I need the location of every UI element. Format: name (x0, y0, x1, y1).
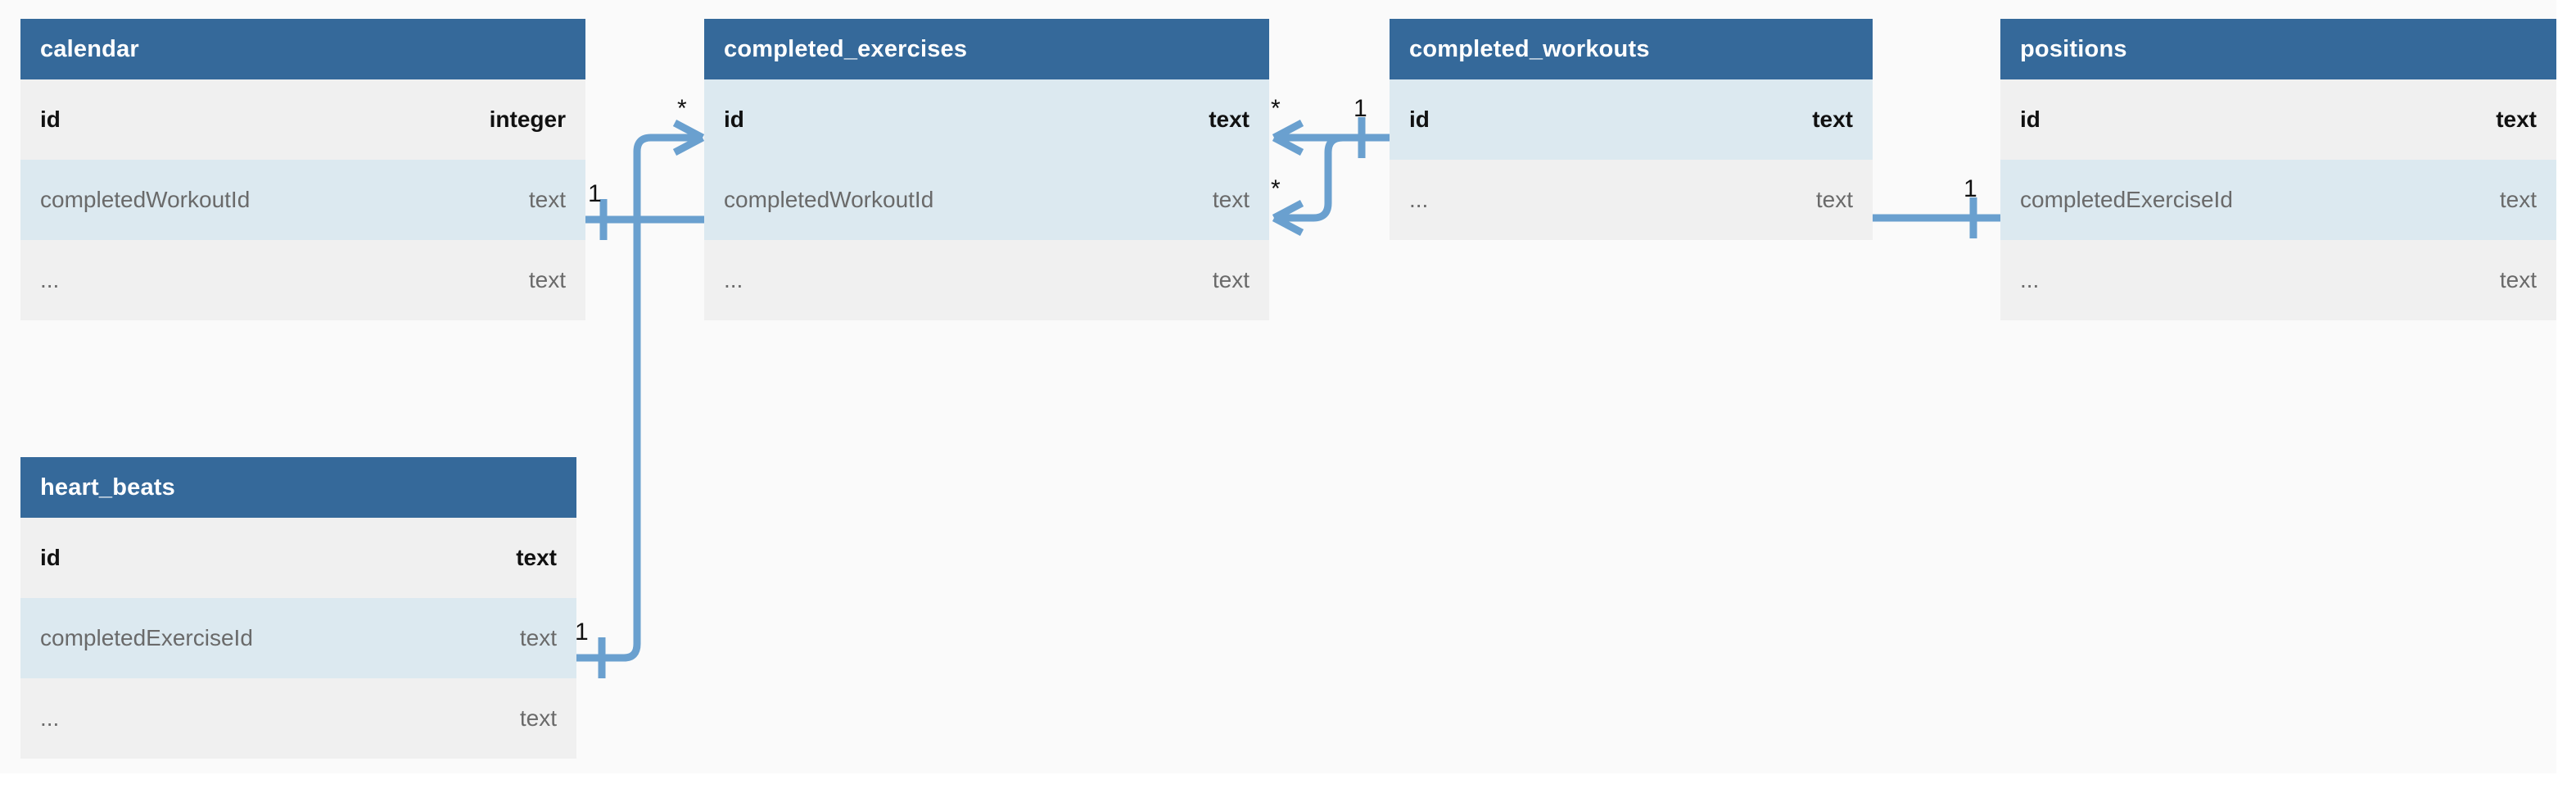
column-type: text (1212, 267, 1250, 292)
column-row[interactable]: id text (2000, 79, 2556, 160)
column-name: id (40, 106, 61, 132)
column-type: text (2499, 187, 2537, 212)
entity-title-text: completed_workouts (1409, 35, 1650, 62)
column-name: id (2020, 106, 2040, 132)
cardinality-label-positions-one: 1 (1964, 175, 1977, 202)
entity-title-calendar[interactable]: calendar (20, 19, 585, 79)
column-type: text (1812, 106, 1853, 132)
column-row[interactable]: completedExerciseId text (20, 598, 576, 678)
entity-title-completed-workouts[interactable]: completed_workouts (1390, 19, 1873, 79)
column-type: text (519, 705, 557, 731)
column-type: text (528, 187, 566, 212)
column-type: text (1212, 187, 1250, 212)
column-row[interactable]: ... text (1390, 160, 1873, 240)
column-name: completedWorkoutId (40, 187, 251, 212)
column-name: id (40, 545, 61, 570)
column-row[interactable]: id text (20, 518, 576, 598)
column-name: completedWorkoutId (724, 187, 934, 212)
entity-title-text: heart_beats (40, 474, 175, 501)
column-type: text (519, 625, 557, 650)
cardinality-label-ce-id-many: * (1271, 95, 1281, 122)
column-type: text (1815, 187, 1853, 212)
column-name: ... (1409, 187, 1429, 212)
entity-heart-beats[interactable]: heart_beats id text completedExerciseId … (20, 457, 576, 759)
entity-title-completed-exercises[interactable]: completed_exercises (704, 19, 1269, 79)
entity-title-text: positions (2020, 35, 2127, 62)
entity-completed-exercises[interactable]: completed_exercises id text completedWor… (704, 19, 1269, 320)
column-name: completedExerciseId (2020, 187, 2233, 212)
column-row[interactable]: ... text (2000, 240, 2556, 320)
entity-title-positions[interactable]: positions (2000, 19, 2556, 79)
cardinality-label-ce-fk-many: * (1271, 175, 1281, 202)
column-name: ... (40, 267, 60, 292)
column-row[interactable]: ... text (704, 240, 1269, 320)
entity-title-text: completed_exercises (724, 35, 968, 62)
column-row[interactable]: id integer (20, 79, 585, 160)
column-type: integer (489, 106, 566, 132)
entity-calendar[interactable]: calendar id integer completedWorkoutId t… (20, 19, 585, 320)
column-type: text (516, 545, 557, 570)
column-name: ... (724, 267, 743, 292)
column-name: id (1409, 106, 1430, 132)
entity-completed-workouts[interactable]: completed_workouts id text ... text (1390, 19, 1873, 240)
column-type: text (2499, 267, 2537, 292)
cardinality-label-calendar-one: 1 (588, 180, 602, 207)
column-row[interactable]: completedWorkoutId text (704, 160, 1269, 240)
entity-title-heart-beats[interactable]: heart_beats (20, 457, 576, 518)
cardinality-label-completed-exercises-many: * (677, 95, 687, 122)
column-name: ... (40, 705, 60, 731)
column-name: completedExerciseId (40, 625, 253, 650)
column-type: text (1209, 106, 1250, 132)
entity-positions[interactable]: positions id text completedExerciseId te… (2000, 19, 2556, 320)
cardinality-label-heart-beats-one: 1 (575, 619, 589, 646)
column-row[interactable]: completedExerciseId text (2000, 160, 2556, 240)
column-row[interactable]: ... text (20, 678, 576, 759)
column-type: text (2496, 106, 2537, 132)
column-row[interactable]: id text (1390, 79, 1873, 160)
column-row[interactable]: ... text (20, 240, 585, 320)
column-row[interactable]: id text (704, 79, 1269, 160)
column-type: text (528, 267, 566, 292)
column-row[interactable]: completedWorkoutId text (20, 160, 585, 240)
column-name: ... (2020, 267, 2040, 292)
column-name: id (724, 106, 744, 132)
entity-title-text: calendar (40, 35, 139, 62)
cardinality-label-cw-id-one: 1 (1354, 95, 1367, 122)
